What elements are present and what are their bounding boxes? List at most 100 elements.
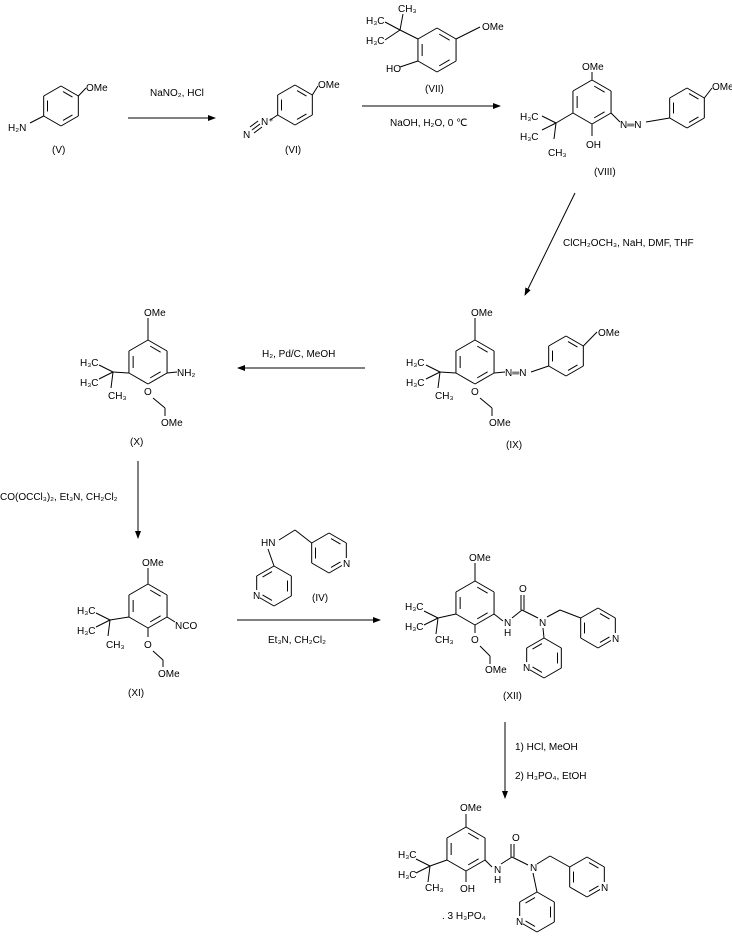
final-oh: OH (460, 884, 475, 895)
ring-bond (311, 532, 330, 544)
ring-bond (436, 60, 457, 73)
ring-bond (455, 613, 476, 626)
bond (549, 855, 570, 868)
final-ome: OMe (460, 803, 482, 814)
compound-vi-label: (VI) (285, 145, 301, 156)
bond (532, 872, 538, 893)
ring-bond (455, 372, 476, 385)
compound-x-nh2: NH₂ (177, 368, 195, 379)
ring-bond (417, 60, 438, 73)
bond (29, 115, 44, 124)
bond (542, 627, 545, 639)
reagent-step1: NaNO₂, HCl (150, 88, 204, 99)
ring-double-bond (599, 613, 610, 620)
bond (110, 371, 114, 389)
compound-viii-azo: N═N (620, 120, 642, 131)
bond (541, 115, 557, 124)
compound-xii-o: O (471, 635, 479, 646)
ring-bond (686, 117, 705, 129)
bond (384, 21, 401, 31)
ring-bond (543, 667, 562, 679)
compound-viii-ome: OMe (582, 62, 604, 73)
bond (427, 865, 431, 883)
bond (429, 859, 448, 867)
bond (166, 616, 176, 623)
ring-bond (548, 335, 567, 347)
ring-bond (43, 115, 62, 127)
ring-double-bond (438, 59, 450, 67)
bond (269, 114, 278, 121)
reagent-step4: H₂, Pd/C, MeOH (262, 349, 335, 360)
bond (399, 13, 404, 31)
bond (294, 529, 312, 544)
reagent-step3: ClCH₂OCH₃, NaH, DMF, THF (563, 238, 694, 249)
compound-viii-me1: H₃C (520, 112, 539, 123)
ring-double-bond (525, 920, 536, 927)
ring-bond (591, 112, 612, 125)
bond (167, 371, 178, 374)
compound-xii-nh: N (504, 618, 511, 629)
compound-vi-ome: OMe (318, 80, 340, 91)
ring-double-bond (599, 636, 610, 643)
compound-xii-label: (XII) (503, 691, 522, 702)
ring-double-bond (467, 832, 479, 840)
ring-bond (147, 616, 168, 629)
bond (555, 112, 574, 124)
bond (425, 371, 441, 380)
compound-xii-me1: H₃C (405, 602, 424, 613)
compound-xii-n: N (539, 618, 546, 629)
bond (98, 371, 114, 380)
bond (107, 619, 111, 637)
ring-double-bond (149, 371, 161, 379)
compound-iv-hn: HN (261, 538, 275, 549)
bond (500, 856, 513, 865)
compound-v-amine: H₂N (8, 123, 26, 134)
ring-double-bond (149, 615, 161, 623)
ring-bond (565, 365, 584, 377)
ring-bond (128, 616, 149, 629)
bond (251, 123, 261, 131)
ring-bond (474, 613, 495, 626)
ring-bond (128, 339, 149, 352)
compound-ix-ome3: OMe (489, 418, 511, 429)
compound-ix-me3: CH₃ (435, 391, 454, 402)
ring-bond (474, 580, 495, 593)
bond (494, 371, 506, 374)
compound-viii-label: (VIII) (594, 167, 616, 178)
compound-vii-label: (VII) (425, 84, 444, 95)
compound-x-me1: H₃C (80, 358, 99, 369)
compound-viii-me2: H₃C (520, 132, 539, 143)
bond (278, 529, 296, 541)
reagent-step2: NaOH, H₂O, 0 ℃ (390, 118, 467, 129)
bond (152, 650, 164, 661)
bond (415, 858, 431, 867)
bond (645, 117, 670, 123)
bond (311, 85, 319, 96)
bond (521, 609, 539, 619)
compound-xii-ome: OMe (469, 553, 491, 564)
final-n1: N (516, 917, 523, 928)
bond (77, 87, 87, 97)
compound-xii-me3: CH₃ (435, 635, 454, 646)
bond (95, 612, 111, 621)
bond (546, 609, 561, 618)
ring-double-bond (330, 561, 341, 568)
bond (511, 856, 529, 866)
bond (553, 122, 557, 140)
final-h: H (494, 875, 501, 886)
ring-bond (580, 607, 599, 619)
ring-double-bond (296, 90, 307, 97)
ring-bond (572, 79, 593, 92)
bond (253, 126, 263, 134)
ring-bond (572, 112, 593, 125)
ring-double-bond (262, 594, 273, 601)
bond (399, 29, 419, 40)
ring-bond (60, 115, 79, 127)
ring-double-bond (532, 643, 543, 650)
ring-bond (465, 859, 486, 872)
bond (249, 120, 259, 128)
ring-double-bond (588, 862, 599, 869)
ring-bond (536, 921, 555, 933)
bond (484, 859, 493, 868)
